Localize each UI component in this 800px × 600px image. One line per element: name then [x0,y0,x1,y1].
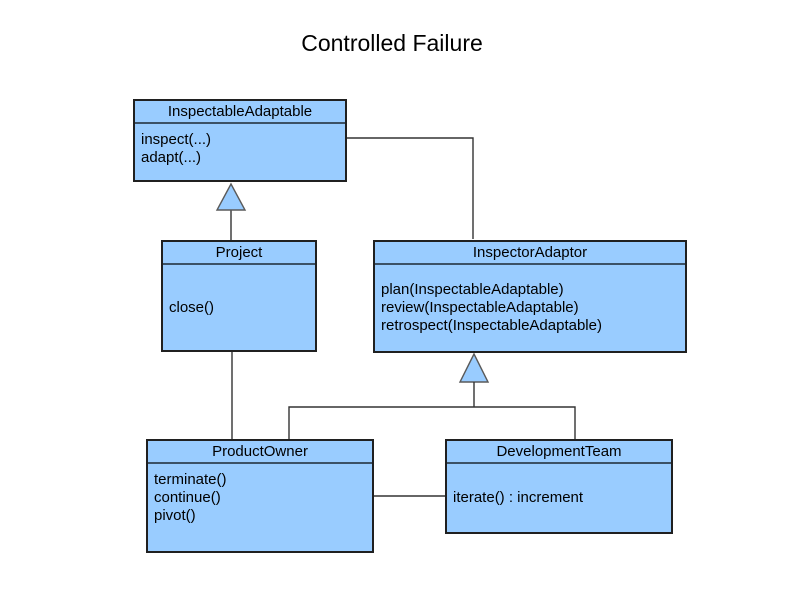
class-name: ProductOwner [148,441,372,464]
method-label: continue() [154,489,221,506]
class-name: DevelopmentTeam [447,441,671,464]
method-label: review(InspectableAdaptable) [381,299,579,316]
method-label: close() [169,298,215,316]
method-label: iterate() : increment [453,489,584,506]
generalization-branch-owner-devteam [288,406,576,439]
generalization-triangle-inspector [458,352,490,383]
class-name: Project [163,242,315,265]
class-methods: terminate() continue() pivot() [148,464,372,525]
class-methods: iterate() : increment [447,464,671,532]
method-label: adapt(...) [141,149,202,166]
class-name: InspectableAdaptable [135,101,345,124]
method-label: plan(InspectableAdaptable) [381,281,564,298]
generalization-triangle-inspectable [215,182,247,211]
class-development-team: DevelopmentTeam iterate() : increment [445,439,673,534]
class-product-owner: ProductOwner terminate() continue() pivo… [146,439,374,553]
method-label: inspect(...) [141,131,212,148]
class-project: Project close() [161,240,317,352]
association-line-inspectable-inspector [347,137,474,239]
class-methods: plan(InspectableAdaptable) review(Inspec… [375,265,685,351]
class-methods: close() [163,265,315,350]
diagram-title: Controlled Failure [301,30,483,56]
method-label: terminate() [154,471,227,488]
class-methods: inspect(...) adapt(...) [135,124,345,167]
class-name: InspectorAdaptor [375,242,685,265]
method-label: pivot() [154,507,196,524]
class-inspector-adaptor: InspectorAdaptor plan(InspectableAdaptab… [373,240,687,353]
class-inspectable-adaptable: InspectableAdaptable inspect(...) adapt(… [133,99,347,182]
method-label: retrospect(InspectableAdaptable) [381,317,602,334]
